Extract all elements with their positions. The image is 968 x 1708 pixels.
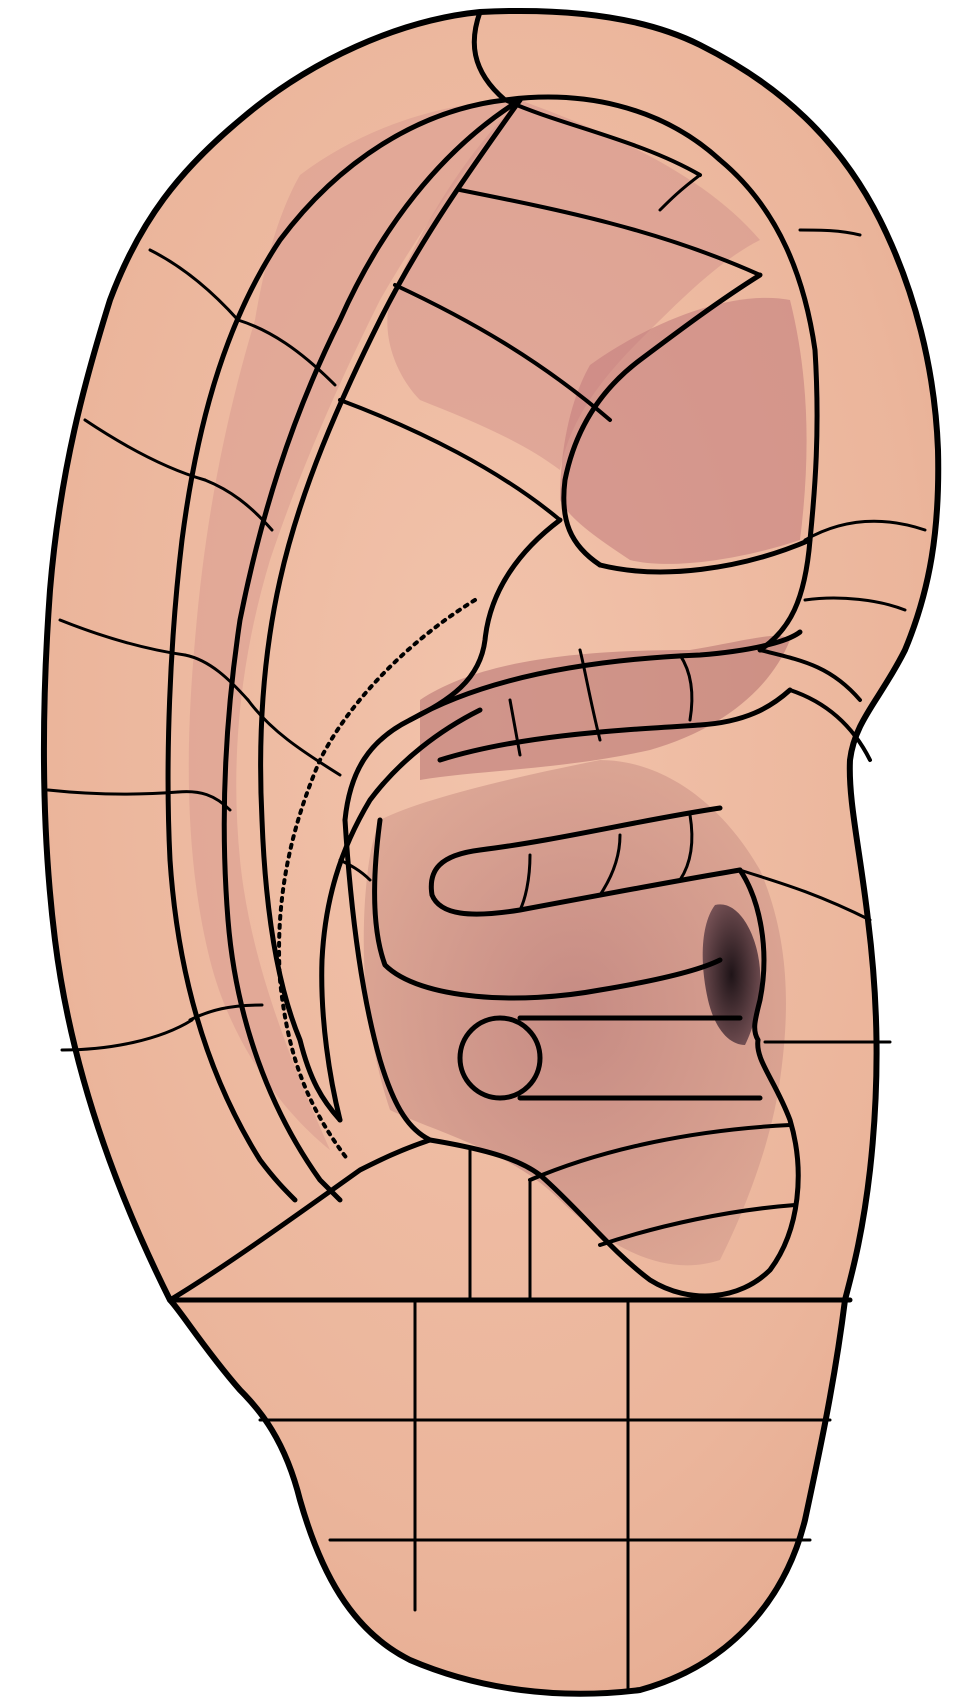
antihelix-inner-border [258,97,523,1123]
triangular-fossa-upper [503,98,702,177]
helix-crus-band-bottom [437,687,793,763]
rod-zone-border [517,1015,763,1101]
triangular-fossa-line-4 [338,398,562,522]
dotted-guide-line [277,598,477,1162]
intertragic-border [737,867,767,1043]
superior-crus-border [561,272,763,568]
helix-segment-3 [58,618,187,657]
crus-segment-1 [508,698,522,757]
crus-finger-seg-3 [678,813,694,882]
crus-segment-3 [678,653,694,722]
scapha-segment-2 [203,478,274,532]
scapha-segment-1 [236,318,337,387]
circle-zone-border [457,1015,543,1101]
helix-segment-2 [83,418,207,482]
crus-finger-seg-2 [598,833,622,897]
lobule-root-diagonal [167,1137,433,1303]
tragus-border-upper [758,648,862,702]
antihelix-body-border [319,707,483,1123]
triangular-fossa-line-3 [393,283,612,422]
antitragus-band-1 [528,1123,792,1182]
antihelix-outer-border [165,97,508,1203]
helix-segment-5 [60,1018,194,1052]
scapha-segment-4 [176,790,232,812]
tragus-border-mid [788,688,872,762]
scapha-segment-3 [183,653,250,702]
helix-right-seg-1 [803,519,927,542]
helix-right-seg-2 [803,596,907,612]
helix-crus-finger [428,805,743,917]
helix-segment-6 [188,1003,264,1022]
helix-segment-1 [148,248,240,322]
scaphoid-fossa-shade [188,100,520,1150]
helix-top-right-2 [798,228,862,237]
scapha-inner-border [221,97,523,1203]
helix-crus-upper [342,517,563,823]
triangular-fossa-line-2 [458,188,762,277]
concha-lower-border [342,817,801,1299]
ear-canal-shade [702,904,761,1045]
tragus-line-3 [738,868,872,922]
antihelix-segment-2 [338,858,372,882]
cavum-conchae-border [372,817,723,1001]
cymba-conchae-border [597,537,813,575]
antihelix-segment-1 [246,698,342,777]
helix-top-right-1 [658,173,702,212]
cymba-conchae-shade [560,297,807,564]
antitragus-band-2 [598,1203,797,1247]
helix-segment-4 [46,788,180,796]
zone-boundaries [46,9,927,1692]
crus-segment-2 [578,648,602,742]
helix-crus-band-top [407,629,803,723]
crus-finger-seg-1 [518,853,532,912]
